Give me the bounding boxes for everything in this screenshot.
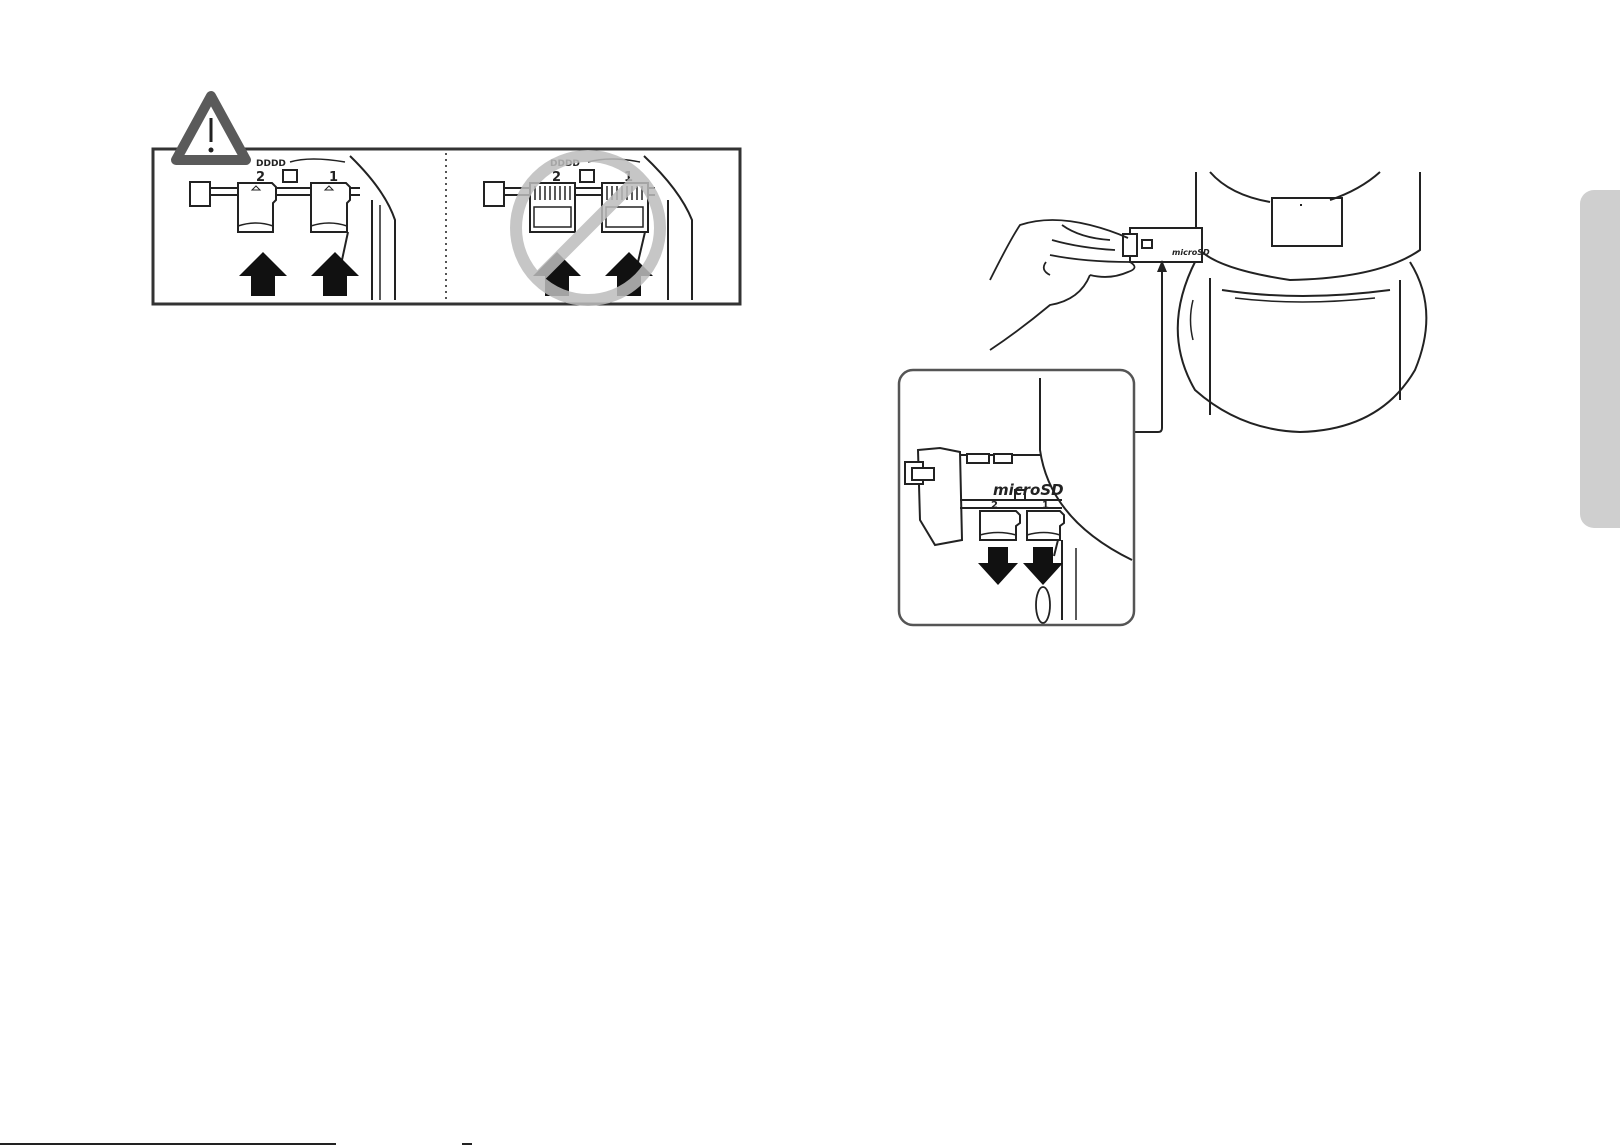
microsd-card-2 xyxy=(238,183,276,232)
warning-icon xyxy=(176,96,246,160)
caution-figure: DDDD 2 1 xyxy=(153,96,740,304)
removal-figure: microSD xyxy=(899,172,1426,625)
footer-rule xyxy=(0,1143,336,1145)
sd-tray: microSD xyxy=(1123,228,1210,262)
camera-body xyxy=(1178,172,1427,432)
callout-leader-line xyxy=(1134,268,1162,432)
reversed-microsd-card-2 xyxy=(530,183,575,232)
hand-illustration xyxy=(990,220,1135,350)
tray-brand-text: microSD xyxy=(1172,248,1210,257)
inset-slot-label-1: 1 xyxy=(1042,500,1049,511)
inset-slot-label-2: 2 xyxy=(991,500,998,511)
slot-header-text: DDDD xyxy=(256,159,286,169)
detail-inset: microSD 2 1 xyxy=(899,370,1134,625)
footer-dash xyxy=(462,1143,472,1145)
inset-microsd-card-2 xyxy=(980,511,1020,540)
section-tab xyxy=(1580,190,1620,528)
inset-brand-text: microSD xyxy=(993,481,1064,499)
